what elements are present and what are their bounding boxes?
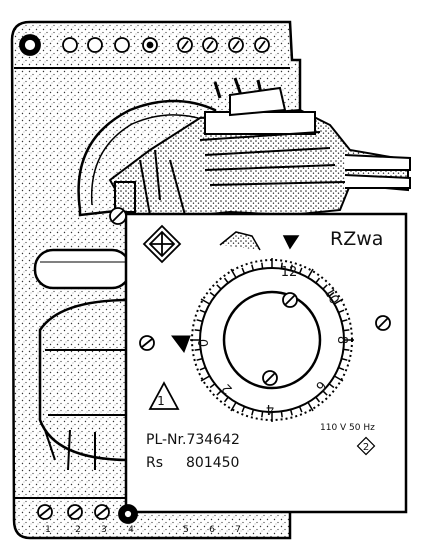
terminal-number: 5 (183, 525, 189, 535)
dial-tick (251, 409, 255, 416)
dial-tick (196, 319, 203, 323)
time-dial (190, 258, 354, 422)
dial-tick (194, 348, 201, 351)
dial-tick (298, 406, 303, 413)
dial-tick (328, 291, 335, 297)
plate-screws (109, 207, 391, 351)
dial-tick (315, 277, 321, 284)
dial-tick (261, 262, 264, 269)
contact-assembly (108, 77, 411, 220)
dial-tick (216, 390, 222, 396)
marker-number: 1 (157, 394, 165, 408)
dial-tick (322, 390, 328, 396)
terminal-number: 6 (209, 525, 215, 535)
dial-tick (328, 383, 335, 389)
dial-number: 12 (281, 265, 298, 280)
dial-tick (223, 277, 229, 284)
index-marker-top (219, 231, 300, 251)
top-terminal-screws (19, 34, 270, 56)
dial-tick (241, 406, 246, 413)
dial-tick (223, 396, 229, 403)
serial-prefix: Rs (146, 455, 163, 471)
frequency-badge-box (356, 436, 376, 456)
dial-tick (338, 366, 345, 371)
terminal-number: 2 (75, 525, 81, 535)
serial-number: 801450 (186, 455, 239, 471)
dial-tick (199, 309, 206, 314)
coil-shaft (33, 248, 132, 290)
dial-tick (200, 375, 211, 382)
dial-tick (341, 357, 348, 361)
terminal-number: 7 (235, 525, 241, 535)
voltage-rating: 110 V 50 Hz (320, 423, 375, 433)
dial-tick (261, 411, 264, 418)
dial-tick (194, 329, 201, 332)
dial-tick (343, 348, 350, 351)
terminal-number: 3 (101, 525, 107, 535)
dial-tick (199, 366, 206, 371)
terminal-number-labels: 1 2 3 4 5 6 7 (45, 525, 241, 535)
dial-number: 0 (197, 339, 212, 347)
dial-tick (307, 268, 314, 279)
dial-number: 8 (334, 336, 349, 344)
dial-tick (289, 264, 293, 271)
dial-tick (230, 401, 237, 412)
dial-tick (315, 396, 321, 403)
terminal-number: 1 (45, 525, 51, 535)
frequency-badge: 2 (363, 442, 369, 453)
dial-tick (230, 268, 237, 279)
terminal-number: 4 (128, 525, 134, 535)
dial-tick (196, 357, 203, 361)
warning-triangle-icon (148, 381, 180, 410)
dial-tick (216, 284, 222, 290)
dial-tick (200, 298, 211, 305)
dial-tick (338, 309, 345, 314)
dial-tick (341, 319, 348, 323)
dial-tick (209, 291, 216, 297)
part-number: PL-Nr.734642 (146, 432, 240, 448)
dial-tick (333, 298, 344, 305)
dial-tick (251, 264, 255, 271)
dial-tick (333, 375, 344, 382)
dial-screws (262, 292, 298, 386)
bottom-terminal-screws (37, 504, 138, 524)
dial-number: 4 (266, 401, 274, 416)
dial-number: 10 (320, 285, 341, 307)
model-label: RZwa (330, 228, 383, 250)
dial-tick (241, 267, 246, 274)
dial-tick (209, 383, 216, 389)
dial-tick (280, 262, 283, 269)
dial-tick (343, 329, 350, 332)
dial-tick (280, 411, 283, 418)
dial-tick (307, 401, 314, 412)
diamond-icon (142, 224, 182, 264)
dial-tick (298, 267, 303, 274)
dial-tick (289, 409, 293, 416)
dial-tick (322, 284, 328, 290)
left-pointer-icon (171, 335, 191, 354)
